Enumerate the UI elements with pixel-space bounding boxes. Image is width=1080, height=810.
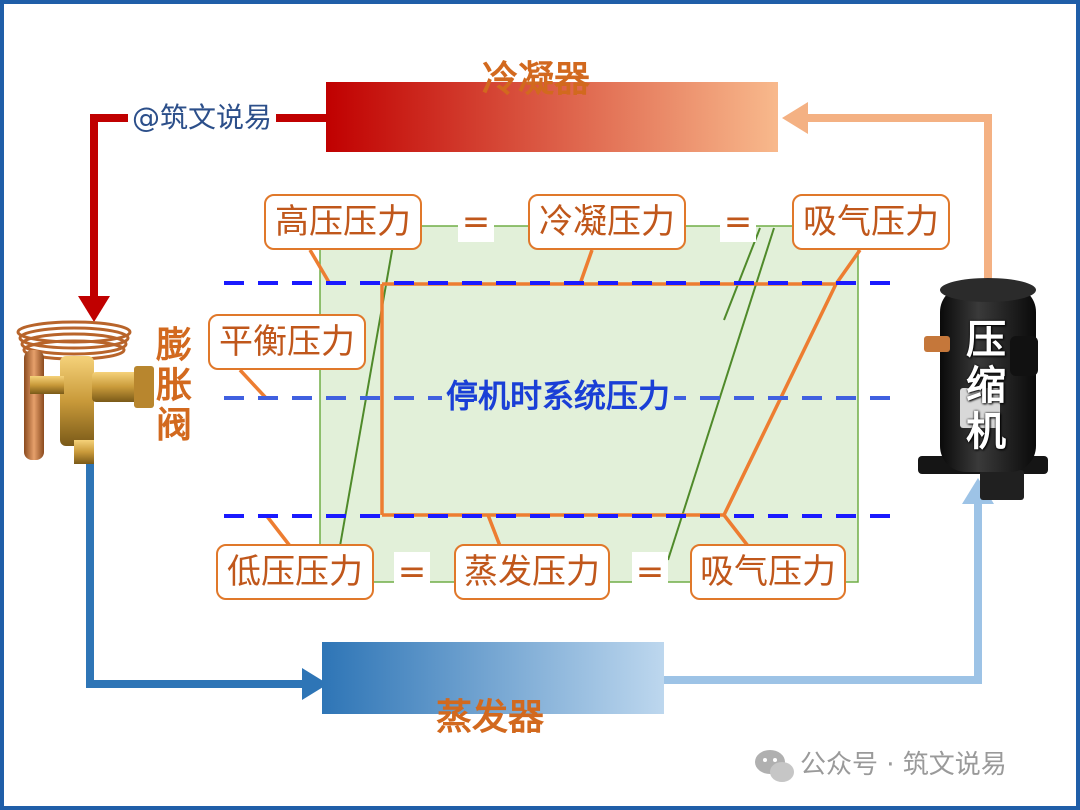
two-phase-line bbox=[86, 458, 308, 688]
callout-cond bbox=[578, 249, 594, 285]
equals-sign-top-2: = bbox=[720, 202, 756, 242]
dashed-levels bbox=[224, 281, 900, 518]
balance-pressure-box: 平衡压力 bbox=[208, 314, 366, 370]
condensing-pressure-box: 冷凝压力 bbox=[528, 194, 686, 250]
equals-sign-top-1: = bbox=[458, 202, 494, 242]
evaporator-bar bbox=[322, 642, 664, 714]
evaporating-pressure-box: 蒸发压力 bbox=[454, 544, 610, 600]
callout-suction-top bbox=[834, 248, 862, 286]
condenser-bar bbox=[326, 82, 778, 152]
discharge-line bbox=[804, 114, 992, 300]
wechat-icon bbox=[755, 750, 794, 782]
suction-pressure-box-top: 吸气压力 bbox=[792, 194, 950, 250]
callout-suction-bottom bbox=[722, 513, 750, 548]
callout-balance bbox=[238, 368, 268, 400]
suction-pressure-box-bottom: 吸气压力 bbox=[690, 544, 846, 600]
compressor-char-2: 缩 bbox=[966, 363, 1006, 409]
high-pressure-box: 高压压力 bbox=[264, 194, 422, 250]
green-slant-3 bbox=[723, 227, 761, 321]
expansion-valve-char-1: 膨 bbox=[155, 325, 192, 366]
shutdown-pressure-label: 停机时系统压力 bbox=[442, 380, 675, 412]
two-phase-line-arrow bbox=[302, 668, 328, 700]
callout-evap bbox=[486, 514, 502, 547]
discharge-line-arrow bbox=[782, 102, 808, 134]
callout-high bbox=[308, 249, 332, 285]
watermark-text: @筑文说易 bbox=[128, 104, 277, 132]
evaporator-label: 蒸发器 bbox=[436, 697, 545, 738]
equals-sign-bottom-1: = bbox=[394, 552, 430, 592]
condenser-label: 冷凝器 bbox=[482, 59, 591, 100]
callout-low bbox=[264, 513, 292, 548]
refrigerant-piping bbox=[78, 102, 994, 700]
suction-line bbox=[662, 498, 982, 684]
equals-sign-bottom-2: = bbox=[632, 552, 668, 592]
compressor-illustration bbox=[918, 278, 1048, 500]
footer-account-name: 公众号 · 筑文说易 bbox=[800, 750, 1007, 780]
liquid-line-arrow bbox=[78, 296, 110, 322]
expansion-valve-illustration bbox=[16, 320, 154, 464]
compressor-char-3: 机 bbox=[966, 409, 1006, 455]
low-pressure-box: 低压压力 bbox=[216, 544, 374, 600]
expansion-valve-char-2: 胀 bbox=[155, 365, 192, 406]
compressor-char-1: 压 bbox=[966, 317, 1006, 363]
expansion-valve-char-3: 阀 bbox=[155, 405, 192, 446]
green-slant-1 bbox=[339, 227, 397, 547]
